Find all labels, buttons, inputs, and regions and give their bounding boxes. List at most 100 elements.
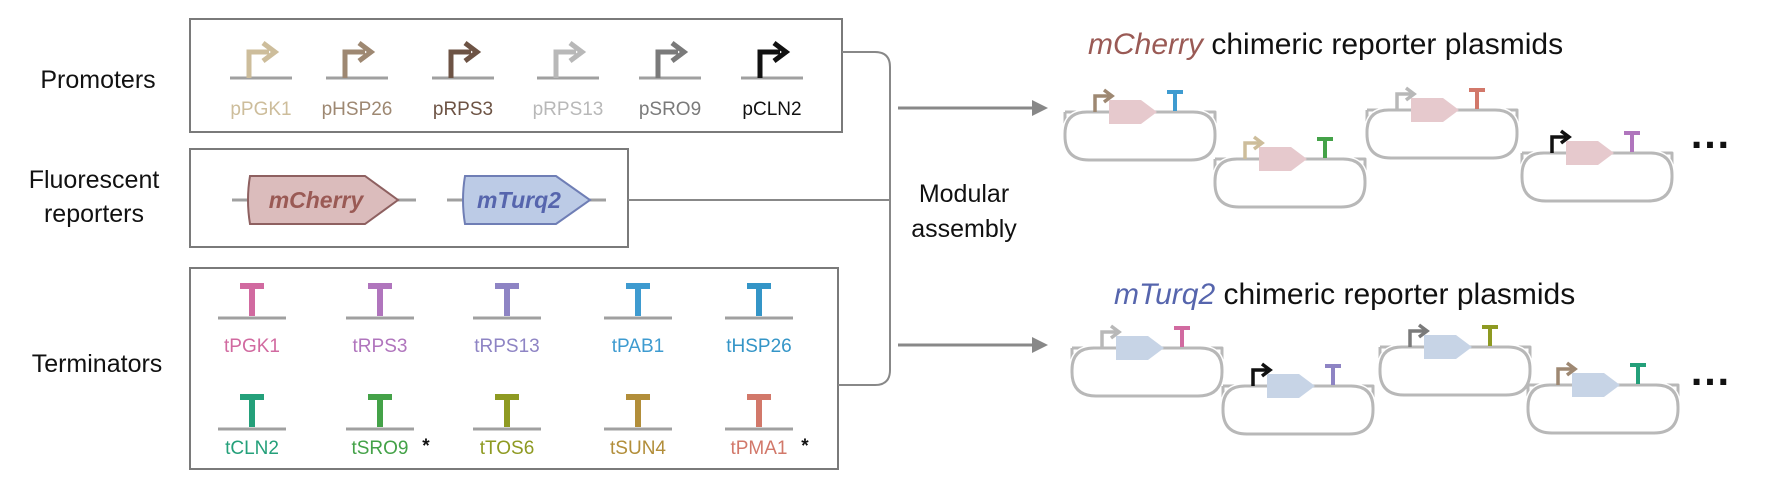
promoter-phsp26-arrow-head xyxy=(357,41,376,63)
mturq2-plasmid-4 xyxy=(1525,361,1681,435)
mcherry-reporter-label: mCherry xyxy=(269,187,365,213)
arrow-to-mcherry-head xyxy=(1032,100,1048,116)
mcherry-plasmid-3-promoter-arrow-head xyxy=(1404,86,1417,102)
mcherry-plasmid-2 xyxy=(1212,135,1368,209)
mcherry-plasmid-2-backbone xyxy=(1213,157,1367,209)
mturq2-plasmid-4-promoter-arrow-head xyxy=(1565,361,1578,377)
terminator-ttos6-label: tTOS6 xyxy=(480,438,535,459)
promoter-ppgk1-label: pPGK1 xyxy=(230,99,291,120)
promoters-box xyxy=(189,18,843,133)
promoter-parts: pPGK1 pHSP26 pRPS3 pRPS13 pSRO9 pCLN2 xyxy=(230,41,803,120)
promoters-connector xyxy=(838,51,891,386)
mcherry-plasmid-4 xyxy=(1519,129,1675,203)
mturq2-plasmid-3-corner-right xyxy=(1507,345,1532,370)
mcherry-plasmid-1 xyxy=(1062,88,1218,162)
mcherry-plasmid-3-corner-left xyxy=(1365,108,1390,133)
mcherry-plasmid-1-promoter-arrow-shaft xyxy=(1093,94,1109,112)
promoter-prps3-label: pRPS3 xyxy=(433,99,493,120)
mcherry-plasmid-2-cds-arrow xyxy=(1259,147,1307,171)
mturq2-plasmid-4-corner-right xyxy=(1655,383,1680,408)
promoter-prps13-arrow-head xyxy=(568,41,587,63)
promoter-phsp26-label: pHSP26 xyxy=(322,99,393,120)
mturq2-plasmid-2-promoter-arrow-head xyxy=(1260,362,1273,378)
terminator-tpab1-label: tPAB1 xyxy=(612,336,664,357)
mcherry-title-italic: mCherry xyxy=(1088,28,1205,61)
mcherry-plasmid-3-cds-arrow xyxy=(1411,98,1459,122)
mcherry-plasmid-1-corner-right xyxy=(1192,110,1217,135)
promoter-phsp26-arrow-shaft xyxy=(342,49,365,78)
mturq2-plasmid-2-corner-left xyxy=(1221,384,1246,409)
mturq2-plasmid-1-promoter-arrow-head xyxy=(1109,324,1122,340)
mcherry-plasmid-4-promoter-arrow-head xyxy=(1559,129,1572,145)
mturq2-plasmid-4-backbone xyxy=(1526,383,1680,435)
mturq2-reporter-arrow xyxy=(462,175,592,225)
promoter-prps13-label: pRPS13 xyxy=(533,99,604,120)
terminator-tsro9-asterisk: * xyxy=(422,436,430,457)
mcherry-plasmid-4-backbone xyxy=(1520,151,1674,203)
reporters-group: mCherry mTurq2 xyxy=(232,175,606,225)
terminator-tsun4-label: tSUN4 xyxy=(610,438,666,459)
terminator-tpma1-asterisk: * xyxy=(801,436,809,457)
mturq2-plasmid-2 xyxy=(1220,362,1376,436)
promoters-row-label: Promoters xyxy=(40,66,155,94)
terminator-tpma1-label: tPMA1 xyxy=(730,438,787,459)
mturq2-plasmid-1-corner-left xyxy=(1070,346,1095,371)
promoter-prps3-arrow-shaft xyxy=(448,49,471,78)
terminators-row-label: Terminators xyxy=(32,350,163,378)
chimeric-plasmids xyxy=(1062,86,1681,436)
terminator-thsp26-label: tHSP26 xyxy=(726,336,791,357)
mturq2-plasmids-title: mTurq2 chimeric reporter plasmids xyxy=(1114,278,1575,311)
mturq2-plasmid-3-promoter-arrow-head xyxy=(1417,323,1430,339)
reporters-row-label-line2: reporters xyxy=(44,200,144,228)
mturq2-plasmid-3-corner-left xyxy=(1378,345,1403,370)
promoter-ppgk1-arrow-shaft xyxy=(246,49,269,78)
promoter-pcln2-arrow-head xyxy=(772,41,791,63)
mturq2-plasmid-1-corner-right xyxy=(1199,346,1224,371)
assembly-label-line2: assembly xyxy=(911,215,1017,243)
mturq2-plasmid-2-backbone xyxy=(1221,384,1375,436)
promoter-psro9-label: pSRO9 xyxy=(639,99,701,120)
promoter-pcln2-arrow-shaft xyxy=(757,49,780,78)
mturq2-plasmid-1-promoter-arrow-shaft xyxy=(1100,330,1116,348)
mcherry-plasmid-3-promoter-arrow-shaft xyxy=(1395,92,1411,110)
mcherry-plasmid-4-cds-arrow xyxy=(1566,141,1614,165)
promoter-prps13-arrow-shaft xyxy=(553,49,576,78)
mcherry-plasmid-2-corner-left xyxy=(1213,157,1238,182)
mcherry-plasmid-1-corner-left xyxy=(1063,110,1088,135)
mcherry-plasmid-4-corner-left xyxy=(1520,151,1545,176)
mcherry-title-rest: chimeric reporter plasmids xyxy=(1203,28,1563,61)
promoter-ppgk1-arrow-head xyxy=(261,41,280,63)
promoter-prps3-arrow-head xyxy=(463,41,482,63)
mturq2-plasmid-4-promoter-arrow-shaft xyxy=(1556,367,1572,385)
mturq2-plasmid-1-backbone xyxy=(1070,346,1224,398)
reporters-row-label-line1: Fluorescent xyxy=(29,166,160,194)
arrow-to-mturq2-head xyxy=(1032,337,1048,353)
mturq2-plasmid-4-corner-left xyxy=(1526,383,1551,408)
terminators-box xyxy=(189,267,839,470)
mcherry-plasmid-2-promoter-arrow-head xyxy=(1252,135,1265,151)
mcherry-plasmids-title: mCherry chimeric reporter plasmids xyxy=(1088,28,1563,61)
promoter-psro9-arrow-shaft xyxy=(655,49,678,78)
assembly-label-line1: Modular xyxy=(919,180,1009,208)
promoter-pcln2-label: pCLN2 xyxy=(742,99,801,120)
mturq2-title-italic: mTurq2 xyxy=(1114,278,1215,311)
promoter-psro9-arrow-head xyxy=(670,41,689,63)
mcherry-plasmid-1-backbone xyxy=(1063,110,1217,162)
mturq2-plasmid-2-cds-arrow xyxy=(1267,374,1315,398)
mcherry-plasmid-2-corner-right xyxy=(1342,157,1367,182)
mcherry-plasmid-3-corner-right xyxy=(1494,108,1519,133)
terminator-tsro9-label: tSRO9 xyxy=(351,438,408,459)
mcherry-plasmid-1-promoter-arrow-head xyxy=(1102,88,1115,104)
mcherry-plasmid-1-cds-arrow xyxy=(1109,100,1157,124)
mcherry-plasmid-3 xyxy=(1364,86,1520,160)
mcherry-plasmid-4-promoter-arrow-shaft xyxy=(1550,135,1566,153)
mcherry-plasmid-2-promoter-arrow-shaft xyxy=(1243,141,1259,159)
mcherry-plasmid-3-backbone xyxy=(1365,108,1519,160)
mturq2-plasmid-1 xyxy=(1069,324,1225,398)
mturq2-title-rest: chimeric reporter plasmids xyxy=(1215,278,1575,311)
mturq2-plasmid-4-cds-arrow xyxy=(1572,373,1620,397)
mturq2-more-ellipsis: … xyxy=(1689,347,1731,394)
mturq2-plasmid-3 xyxy=(1377,323,1533,397)
